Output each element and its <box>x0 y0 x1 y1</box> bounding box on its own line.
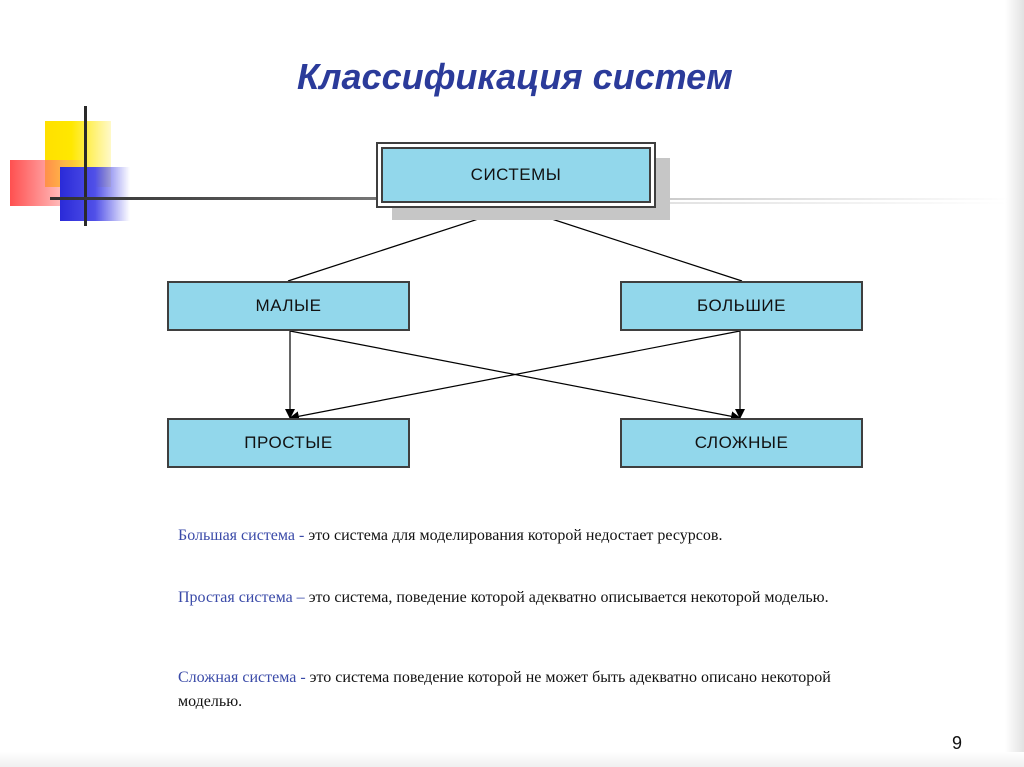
node-systems-label: СИСТЕМЫ <box>470 165 562 184</box>
definition-term: Простая система – <box>178 589 309 606</box>
node-small-label: МАЛЫЕ <box>255 296 322 315</box>
decor-horizontal-line <box>50 197 380 200</box>
definition-large-system: Большая система - это система для модели… <box>178 524 898 548</box>
node-simple-label: ПРОСТЫЕ <box>244 433 333 452</box>
definition-complex-system: Сложная система - это система поведение … <box>178 666 858 714</box>
slide-title: Классификация систем <box>297 56 733 97</box>
definition-text: это система, поведение которой адекватно… <box>308 589 829 606</box>
slide-frame-right <box>1005 0 1024 767</box>
node-small: МАЛЫЕ <box>167 281 410 331</box>
node-complex-label: СЛОЖНЫЕ <box>694 433 789 452</box>
definition-term: Большая система - <box>178 527 309 544</box>
node-systems: СИСТЕМЫ <box>381 147 651 203</box>
node-complex: СЛОЖНЫЕ <box>620 418 863 468</box>
definition-term: Сложная система - <box>178 669 310 686</box>
arrow-large-to-simple <box>289 330 741 422</box>
decor-horizontal-line-right <box>668 198 1008 200</box>
decor-blue-square <box>60 167 130 221</box>
definition-text: это система поведение которой не может б… <box>178 669 831 710</box>
node-large: БОЛЬШИЕ <box>620 281 863 331</box>
definition-text: это система для моделирования которой не… <box>308 527 723 544</box>
page-number: 9 <box>952 733 963 753</box>
decor-horizontal-line-right-lower <box>668 202 1008 204</box>
decor-vertical-line <box>84 106 87 226</box>
node-large-label: БОЛЬШИЕ <box>697 296 786 315</box>
definition-simple-system: Простая система – это система, поведение… <box>178 586 838 610</box>
node-simple: ПРОСТЫЕ <box>167 418 410 468</box>
slide-frame-bottom <box>0 752 1024 767</box>
